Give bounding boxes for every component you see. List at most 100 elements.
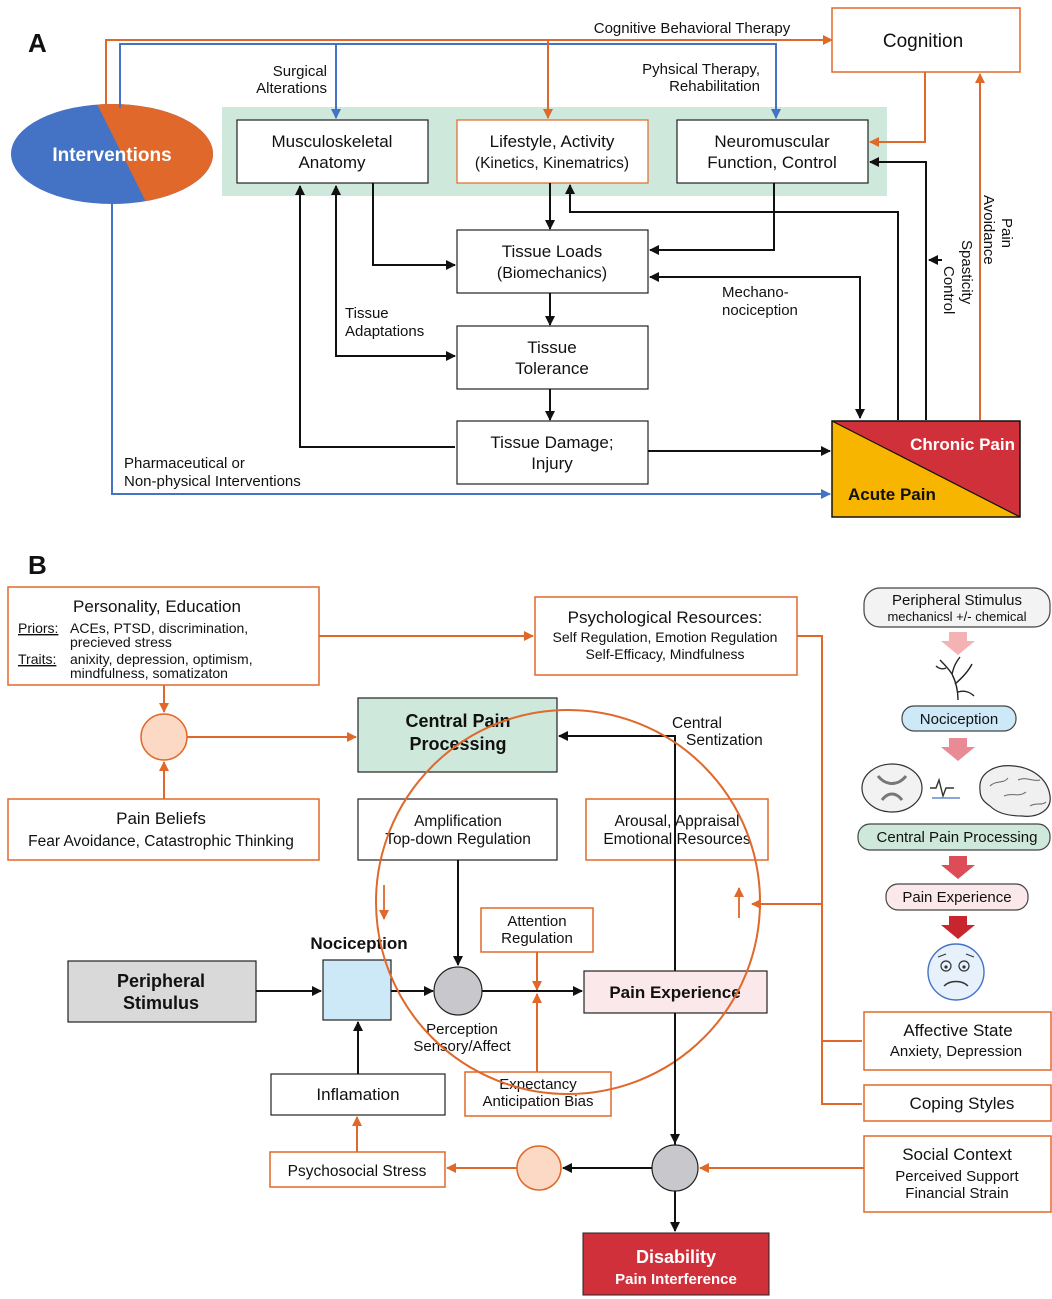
affective-box bbox=[863, 1011, 1052, 1071]
pain-to-neuro-arrow bbox=[869, 157, 927, 420]
interventions-ellipse: Interventions bbox=[11, 104, 213, 204]
cbt-label: Cognitive Behavioral Therapy bbox=[594, 20, 791, 37]
nociception-box bbox=[322, 959, 392, 1021]
flow-central-label: Central Pain Processing bbox=[877, 829, 1038, 846]
cognition-to-neuro-arrow bbox=[869, 72, 926, 147]
flow-central-pill bbox=[857, 823, 1051, 851]
flow-arrow-4 bbox=[941, 916, 975, 939]
tissue-tolerance-line-1: Tissue bbox=[527, 338, 576, 357]
arousal-line-1: Arousal, Appraisal bbox=[615, 813, 740, 830]
pharma-arrow bbox=[111, 204, 831, 499]
chronic-pain-label: Chronic Pain bbox=[910, 435, 1015, 454]
traits-line-1: anixity, depression, optimism, bbox=[70, 651, 253, 667]
priors-line-1: ACEs, PTSD, discrimination, bbox=[70, 620, 248, 636]
pain-avoidance-label-1: Pain bbox=[998, 218, 1015, 248]
psych-to-coping-line bbox=[797, 635, 862, 1105]
psych-resources-line-3: Self-Efficacy, Mindfulness bbox=[586, 646, 745, 662]
tissue-damage-box bbox=[456, 420, 649, 485]
musculoskeletal-line-1: Musculoskeletal bbox=[272, 132, 393, 151]
pain-avoidance-label-2: Avoidance bbox=[980, 195, 997, 265]
social-line-1: Social Context bbox=[902, 1145, 1012, 1164]
perception-node bbox=[433, 966, 483, 1016]
attention-line-1: Attention bbox=[507, 913, 566, 930]
attention-line-2: Regulation bbox=[501, 930, 573, 947]
adaptations-to-tolerance-arrow bbox=[335, 340, 456, 361]
panel-a-label: A bbox=[28, 28, 47, 58]
panel-b: B Personality, Education Priors: ACEs, P… bbox=[7, 550, 1052, 1296]
flow-peripheral-line-1: Peripheral Stimulus bbox=[892, 592, 1022, 609]
pharma-label-1: Pharmaceutical or bbox=[124, 455, 245, 472]
pt-label-2: Rehabilitation bbox=[669, 78, 760, 95]
sentization-line-1: Central bbox=[672, 715, 722, 732]
tissue-loads-line-2: (Biomechanics) bbox=[497, 265, 607, 282]
social-box bbox=[863, 1135, 1052, 1213]
pain-beliefs-box bbox=[7, 798, 320, 861]
flow-peripheral-line-2: mechanicsl +/- chemical bbox=[887, 609, 1026, 624]
perception-line-2: Sensory/Affect bbox=[413, 1038, 511, 1055]
spasticity-label-2: Control bbox=[940, 266, 957, 314]
pain-experience-label: Pain Experience bbox=[609, 983, 740, 1002]
tissue-loads-box bbox=[456, 229, 649, 294]
tissue-damage-line-1: Tissue Damage; bbox=[490, 433, 613, 452]
pain-to-lifestyle-arrow bbox=[565, 184, 899, 420]
flow-arrow-3 bbox=[941, 856, 975, 879]
coping-label: Coping Styles bbox=[910, 1094, 1015, 1113]
traits-label: Traits: bbox=[18, 651, 56, 667]
mechano-label-1: Mechano- bbox=[722, 284, 789, 301]
sentization-line-2: Sentization bbox=[686, 732, 763, 749]
flow-legend: Peripheral Stimulus mechanicsl +/- chemi… bbox=[857, 587, 1051, 1001]
pharma-label-2: Non-physical Interventions bbox=[124, 473, 301, 490]
pain-box: Chronic Pain Acute Pain bbox=[831, 420, 1021, 518]
damage-loop-line bbox=[299, 420, 455, 448]
pain-beliefs-line-1: Pain Beliefs bbox=[116, 809, 206, 828]
perception-line-1: Perception bbox=[426, 1021, 498, 1038]
pt-label-1: Pyhsical Therapy, bbox=[642, 61, 760, 78]
neuro-to-loads-arrow bbox=[649, 183, 775, 255]
lifestyle-box bbox=[456, 119, 649, 184]
social-line-2: Perceived Support bbox=[895, 1168, 1019, 1185]
musculoskeletal-line-2: Anatomy bbox=[298, 153, 366, 172]
psychosocial-label: Psychosocial Stress bbox=[288, 1163, 427, 1180]
lifestyle-line-2: (Kinetics, Kinematrics) bbox=[475, 155, 629, 172]
cognition-box bbox=[831, 7, 1021, 73]
pain-beliefs-line-2: Fear Avoidance, Catastrophic Thinking bbox=[28, 833, 294, 850]
flow-nociception-label: Nociception bbox=[920, 711, 998, 728]
interventions-label: Interventions bbox=[52, 145, 171, 166]
panel-b-label: B bbox=[28, 550, 47, 580]
musculoskeletal-box bbox=[236, 119, 429, 184]
spinal-brain-icon bbox=[861, 763, 1051, 817]
tissue-damage-line-2: Injury bbox=[531, 454, 573, 473]
flow-nociception-pill bbox=[901, 705, 1017, 732]
neuromuscular-line-2: Function, Control bbox=[707, 153, 836, 172]
central-pain-box bbox=[357, 697, 558, 773]
surgical-label-2: Alterations bbox=[256, 80, 327, 97]
panel-a: A Interventions Cognition Cognitive Beha… bbox=[11, 7, 1021, 518]
tissue-tolerance-box bbox=[456, 325, 649, 390]
surgical-label-1: Surgical bbox=[273, 63, 327, 80]
adaptations-label-2: Adaptations bbox=[345, 323, 424, 340]
cbt-arrow bbox=[105, 35, 833, 108]
expectancy-line-2: Anticipation Bias bbox=[483, 1093, 594, 1110]
nerve-icon bbox=[935, 656, 975, 701]
expectancy-line-1: Expectancy bbox=[499, 1076, 577, 1093]
psych-resources-line-2: Self Regulation, Emotion Regulation bbox=[553, 629, 778, 645]
central-pain-line-1: Central Pain bbox=[405, 711, 510, 731]
beliefs-combine-node bbox=[140, 713, 188, 761]
flow-peripheral-pill bbox=[863, 587, 1051, 628]
psych-resources-line-1: Psychological Resources: bbox=[568, 608, 763, 627]
amplification-line-2: Top-down Regulation bbox=[385, 831, 531, 848]
personality-title: Personality, Education bbox=[73, 597, 241, 616]
neuromuscular-line-1: Neuromuscular bbox=[714, 132, 830, 151]
priors-label: Priors: bbox=[18, 620, 58, 636]
adaptations-label-1: Tissue bbox=[345, 305, 389, 322]
disability-node bbox=[651, 1144, 699, 1192]
tissue-tolerance-line-2: Tolerance bbox=[515, 359, 589, 378]
peripheral-line-2: Stimulus bbox=[123, 993, 199, 1013]
peripheral-line-1: Peripheral bbox=[117, 971, 205, 991]
acute-pain-label: Acute Pain bbox=[848, 485, 936, 504]
priors-line-2: precieved stress bbox=[70, 634, 172, 650]
inflamation-label: Inflamation bbox=[316, 1085, 399, 1104]
peripheral-box bbox=[67, 960, 257, 1023]
coping-box bbox=[863, 1084, 1052, 1122]
